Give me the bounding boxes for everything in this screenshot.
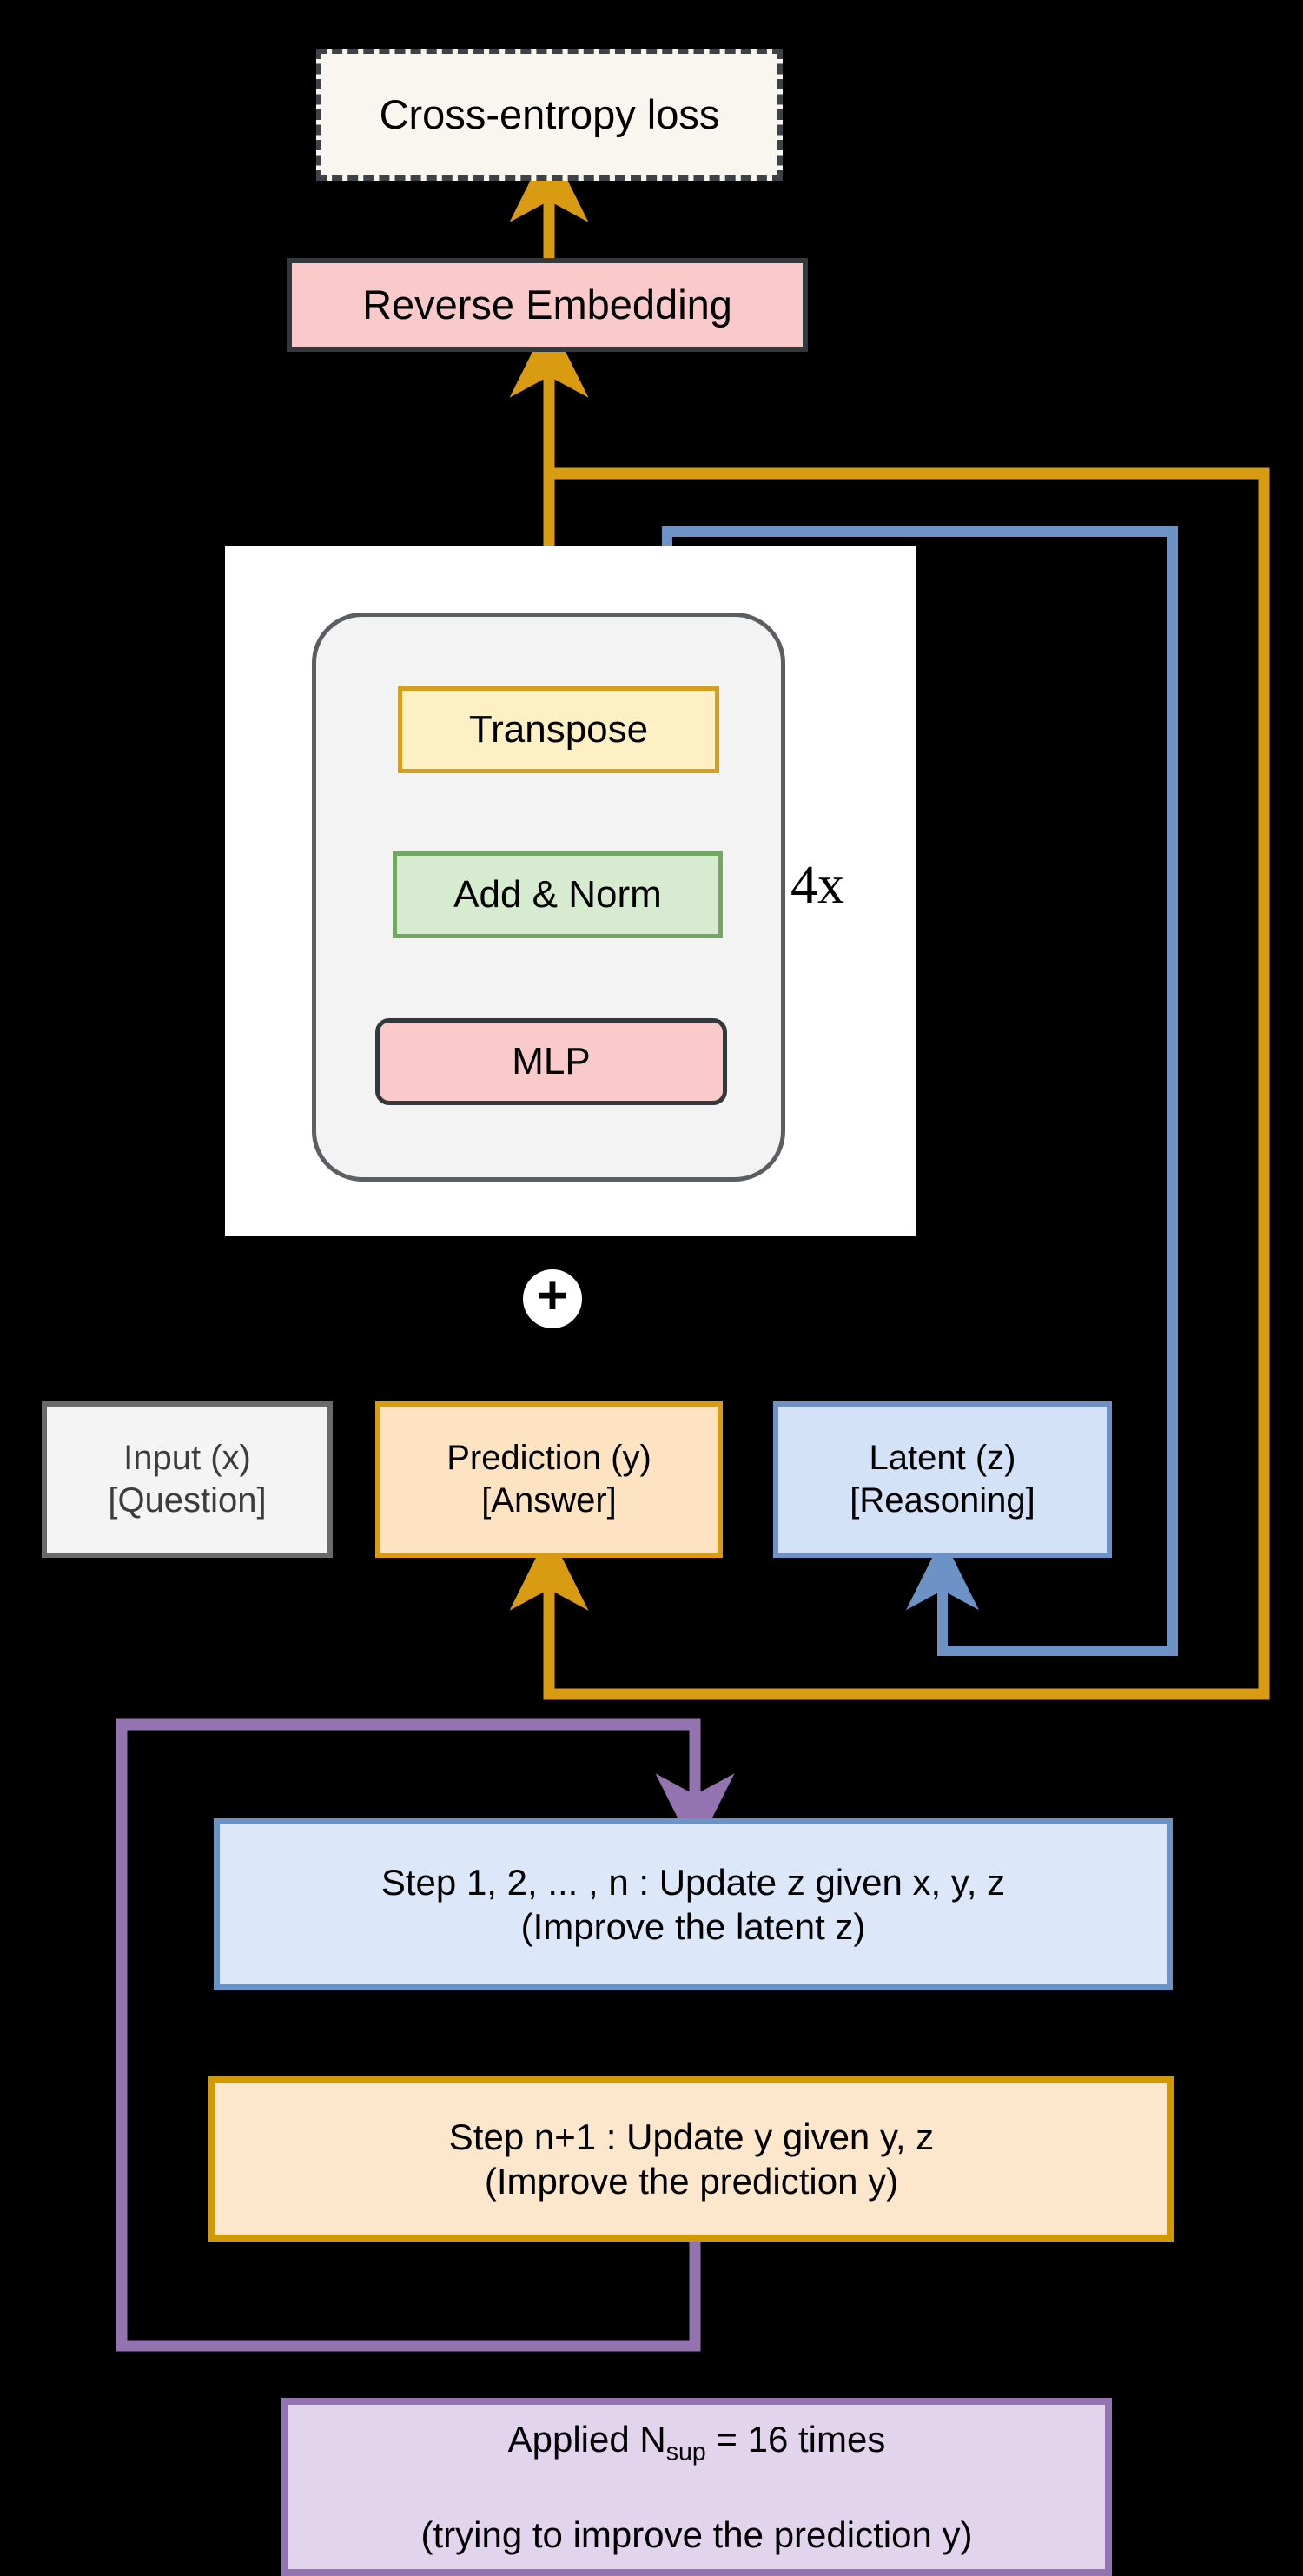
applied-supervision-box: Applied Nsup = 16 times (trying to impro… [281,2398,1112,2576]
applied-line-1: Applied Nsup = 16 times [421,2417,973,2467]
plus-icon: + [536,1266,569,1326]
step-update-latent-box: Step 1, 2, ... , n : Update z given x, y… [214,1818,1173,1990]
input-x-box: Input (x) [Question] [42,1401,333,1558]
applied-subscript: sup [665,2438,706,2467]
applied-suffix: = 16 times [705,2419,886,2460]
mlp-box: MLP [375,1018,727,1105]
step-update-prediction-box: Step n+1 : Update y given y, z (Improve … [208,2076,1174,2242]
reverse-embedding-box: Reverse Embedding [287,258,808,352]
repeat-count-label: 4x [790,856,844,916]
cross-entropy-loss-box: Cross-entropy loss [316,49,783,181]
sum-node-icon: + [523,1269,582,1328]
prediction-y-box: Prediction (y) [Answer] [375,1401,723,1558]
applied-line-2: (trying to improve the prediction y) [420,2513,973,2555]
latent-z-box: Latent (z) [Reasoning] [773,1401,1112,1558]
applied-prefix: Applied N [507,2419,666,2460]
transpose-box: Transpose [398,686,719,773]
add-and-norm-box: Add & Norm [393,851,723,938]
